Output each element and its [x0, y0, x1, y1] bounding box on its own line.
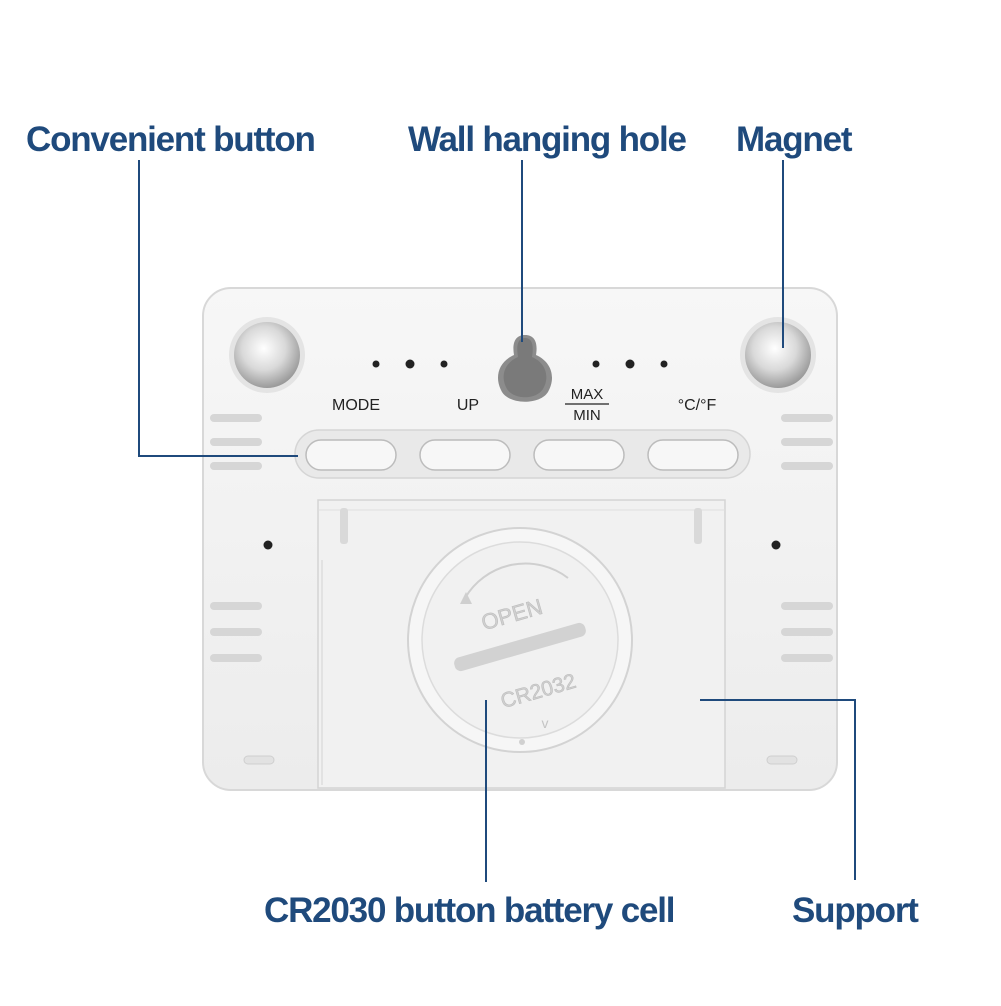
magnet-left — [229, 317, 305, 393]
leader-support — [700, 699, 856, 880]
max-label: MAX — [571, 386, 604, 403]
battery-arrow-mark: v — [542, 715, 549, 731]
callout-support: Support — [792, 891, 919, 930]
vent-slots-right-top — [781, 414, 833, 470]
foot-left — [243, 755, 275, 765]
side-dot-right — [771, 540, 781, 550]
wall-hanging-hole — [498, 335, 552, 402]
foot-right — [766, 755, 798, 765]
button-track — [294, 429, 751, 479]
side-dot-left — [263, 540, 273, 550]
callout-battery: CR2030 button battery cell — [264, 891, 676, 930]
magnet-right — [740, 317, 816, 393]
vent-slots-right-bottom — [781, 602, 833, 662]
battery-cover-slot — [454, 622, 586, 672]
vent-slots-left-top — [210, 414, 262, 470]
min-label: MIN — [573, 407, 601, 424]
indicator-dots-left — [372, 359, 448, 369]
leader-lines — [138, 160, 856, 882]
unit-button[interactable] — [647, 439, 739, 471]
callout-convenient-button: Convenient button — [26, 120, 316, 159]
battery-cover: OPEN CR2032 v — [407, 527, 633, 753]
unit-label: °C/°F — [678, 397, 717, 414]
mode-label: MODE — [332, 397, 380, 414]
up-label: UP — [457, 397, 479, 414]
vent-slots-left-bottom — [210, 602, 262, 662]
leader-convenient-button — [138, 160, 298, 457]
callout-wall-hanging-hole: Wall hanging hole — [408, 120, 687, 159]
max-min-button[interactable] — [533, 439, 625, 471]
up-button[interactable] — [419, 439, 511, 471]
indicator-dots-right — [592, 359, 668, 369]
callout-magnet: Magnet — [736, 120, 853, 159]
mode-button[interactable] — [305, 439, 397, 471]
